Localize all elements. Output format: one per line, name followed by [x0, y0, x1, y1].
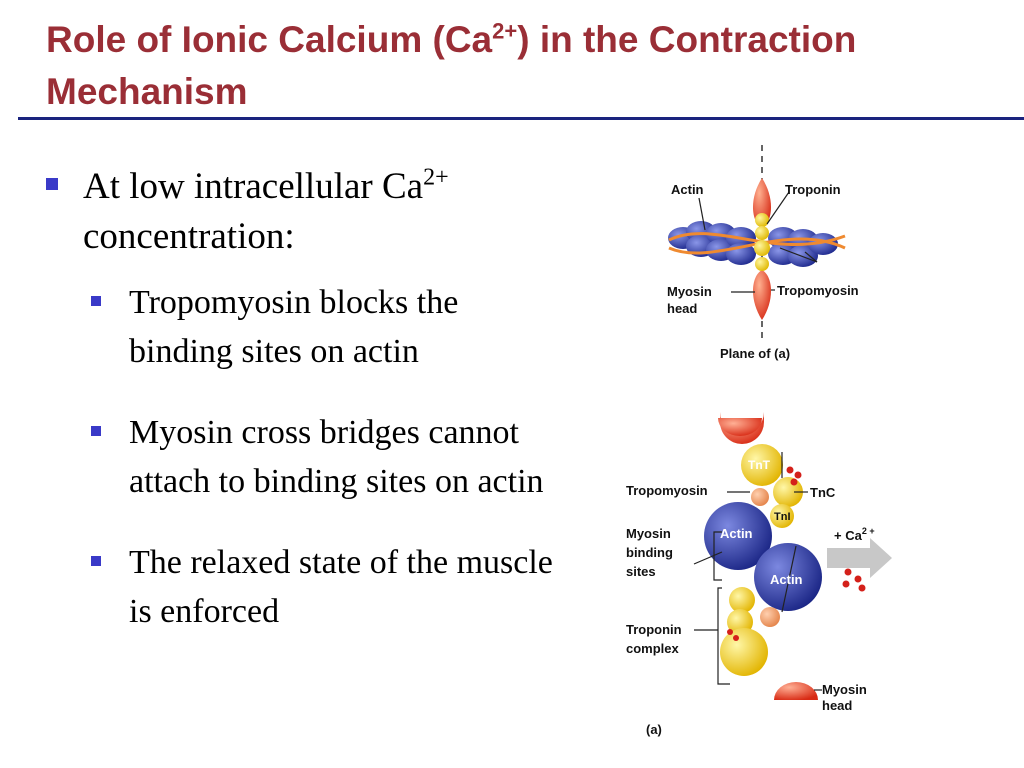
troponin-complex-lower: [720, 587, 768, 676]
thin-filament-diagram: Actin Troponin Myosin head Tropomyosin P…: [667, 145, 859, 361]
calcium-ions-bound: [786, 466, 802, 486]
label-myosin-head-bottom-1: Myosin: [822, 682, 867, 697]
sub-bullet-1: Tropomyosin blocks the binding sites on …: [91, 278, 566, 376]
sub-bullet-list: Tropomyosin blocks the binding sites on …: [91, 278, 566, 636]
label-myosin-binding-3: sites: [626, 564, 656, 579]
square-bullet-icon: [91, 556, 101, 566]
title-divider: [18, 117, 1024, 120]
label-myosin-head-top-1: Myosin: [667, 284, 712, 299]
square-bullet-icon: [91, 426, 101, 436]
tropomyosin-bead-lower: [760, 607, 780, 627]
myosin-head-bottom: [774, 682, 818, 700]
troponin-complex-diagram: TnT TnI TnC Tropomyosin Myosin binding s…: [626, 412, 892, 737]
label-myosin-binding-2: binding: [626, 545, 673, 560]
tnt-subunit: [741, 444, 783, 486]
tropomyosin-strand-1: [668, 232, 846, 246]
myosin-head-top-cap: [720, 412, 764, 444]
bullet-list: At low intracellular Ca2+ concentration:…: [46, 162, 566, 668]
square-bullet-icon: [46, 178, 58, 190]
myosin-head-top: [718, 418, 762, 436]
label-panel-a: (a): [646, 722, 662, 737]
label-actin-1: Actin: [720, 526, 753, 541]
tni-subunit: [770, 504, 794, 528]
label-myosin-binding-1: Myosin: [626, 526, 671, 541]
label-calcium: + Ca2 +: [834, 526, 875, 543]
label-tnc: TnC: [810, 485, 836, 500]
label-actin-top: Actin: [671, 182, 704, 197]
label-troponin-complex-2: complex: [626, 641, 680, 656]
calcium-arrow-icon: [827, 538, 892, 578]
label-myosin-head-top-2: head: [667, 301, 697, 316]
sub-bullet-3: The relaxed state of the muscle is enfor…: [91, 538, 566, 636]
sub-bullet-2: Myosin cross bridges cannot attach to bi…: [91, 408, 566, 506]
label-troponin-complex-1: Troponin: [626, 622, 682, 637]
label-plane: Plane of (a): [720, 346, 790, 361]
label-tnt: TnT: [748, 458, 771, 472]
myosin-head-lower: [752, 270, 772, 320]
label-troponin-top: Troponin: [785, 182, 841, 197]
label-tropomyosin-bottom: Tropomyosin: [626, 483, 708, 498]
tropomyosin-bead: [751, 488, 769, 506]
troponin-column: [754, 213, 770, 271]
actin-monomer-2: [754, 543, 822, 611]
label-actin-2: Actin: [770, 572, 803, 587]
label-tni: TnI: [774, 511, 791, 523]
label-tropomyosin-top: Tropomyosin: [777, 283, 859, 298]
slide-title: Role of Ionic Calcium (Ca2+) in the Cont…: [46, 18, 857, 112]
tropomyosin-strand-2: [668, 237, 846, 255]
calcium-ions-free: [842, 568, 866, 592]
label-myosin-head-bottom-2: head: [822, 698, 852, 713]
bullet-main: At low intracellular Ca2+ concentration:…: [46, 162, 566, 636]
square-bullet-icon: [91, 296, 101, 306]
